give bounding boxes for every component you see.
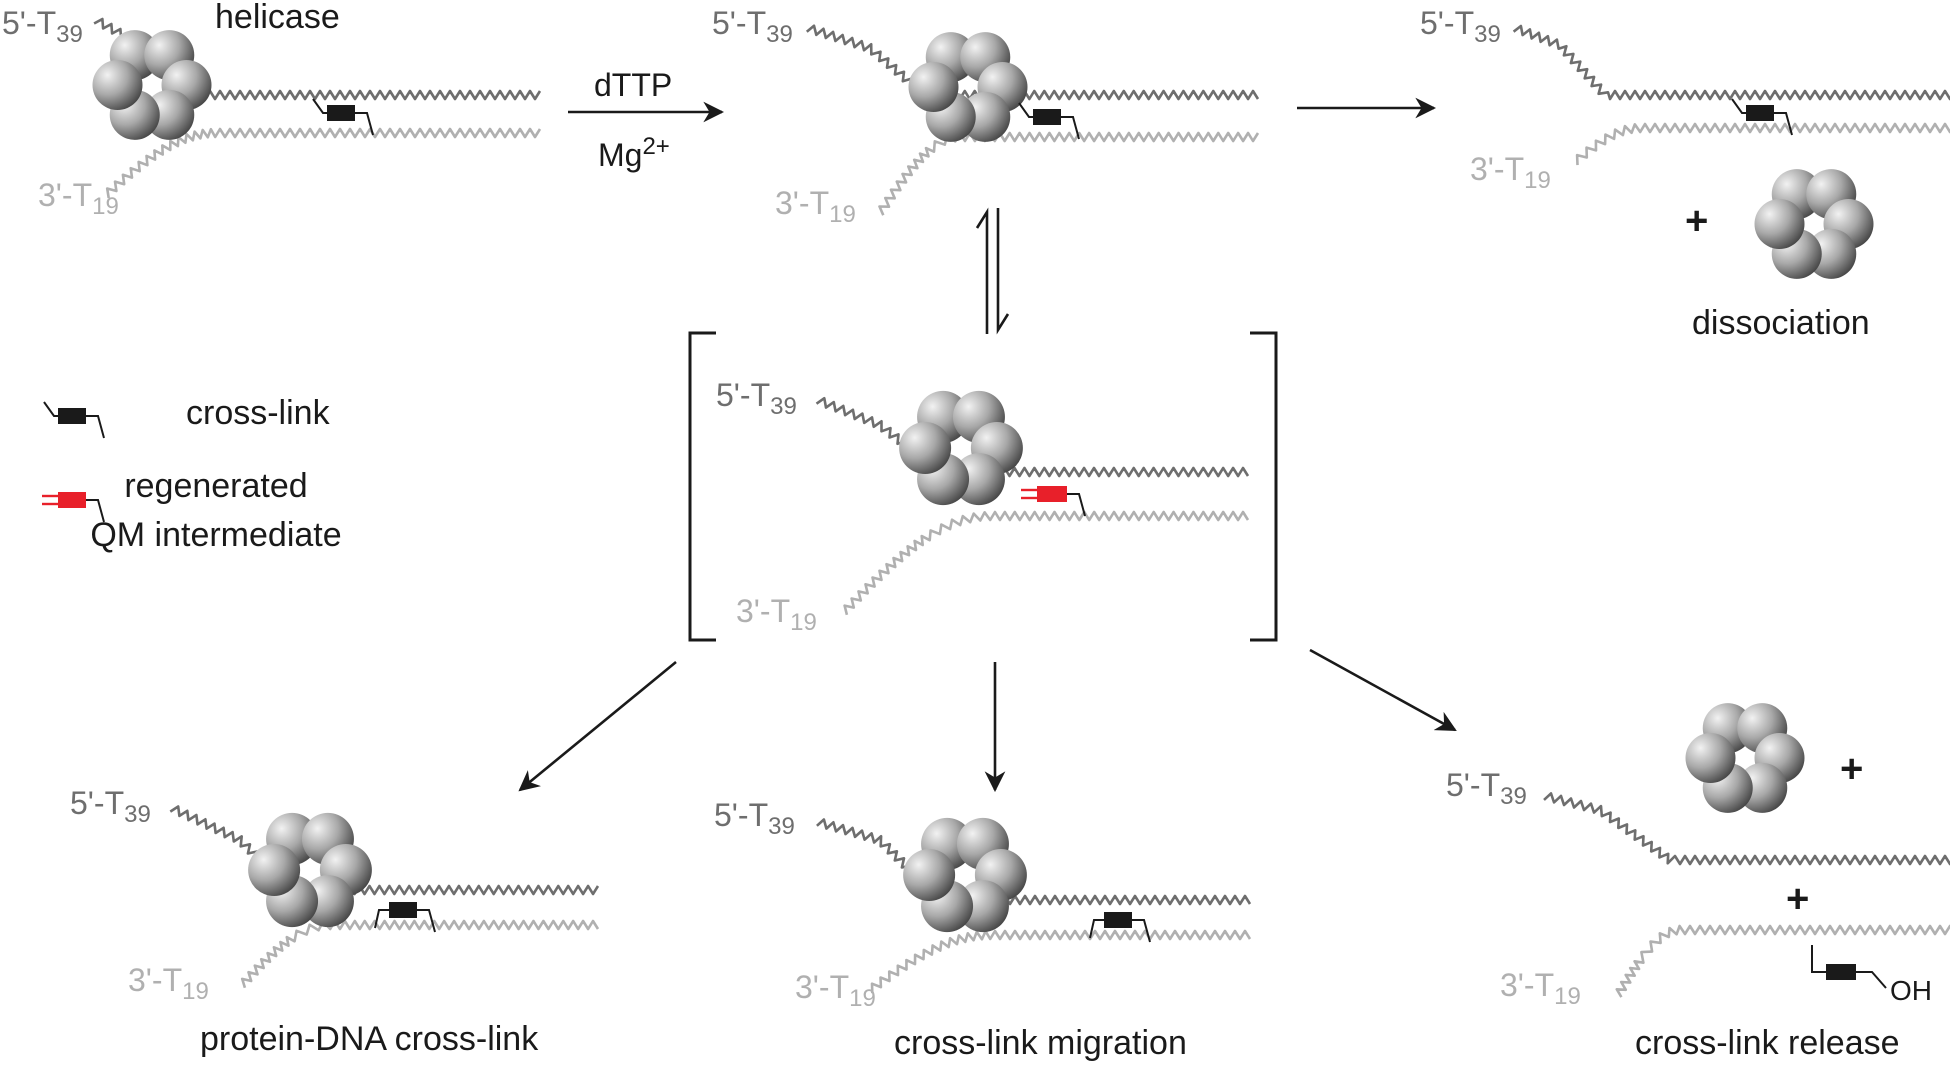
- crosslink-tether: [355, 112, 374, 136]
- crosslink-block: [58, 408, 86, 424]
- ion-label: Mg2+: [598, 133, 670, 173]
- strand-3prime-label: 3'-T19: [736, 593, 817, 636]
- crosslink-tether: [312, 98, 327, 114]
- plus-sign: +: [1786, 877, 1809, 921]
- crosslink-tether: [43, 401, 58, 417]
- helicase-subunit: [952, 453, 1005, 506]
- crosslink-tether: [1731, 98, 1746, 114]
- crosslink-tether: [1089, 919, 1104, 939]
- helicase-subunit: [144, 89, 195, 140]
- crosslink-block: [327, 105, 355, 121]
- equilibrium-arrow-up: [975, 207, 989, 334]
- crosslink-tether: [86, 415, 105, 439]
- helicase-subunit: [908, 62, 959, 112]
- dna-strand-3prime: [843, 510, 1250, 616]
- strand-3prime-label: 3'-T19: [38, 177, 119, 220]
- strand-3prime-label: 3'-T19: [775, 185, 856, 228]
- strand-3prime-label: 3'-T19: [128, 962, 209, 1005]
- helicase-subunit: [301, 875, 354, 928]
- crosslink-tether: [1067, 493, 1086, 517]
- reaction-arrow: [1309, 648, 1457, 732]
- crosslink-block: [58, 492, 86, 508]
- helicase-label: helicase: [215, 0, 340, 36]
- crosslink-block: [1746, 105, 1774, 121]
- helicase-subunit: [956, 880, 1009, 933]
- strand-3prime-label: 3'-T19: [1470, 151, 1551, 194]
- crosslink-tether: [1061, 116, 1080, 140]
- crosslink-tether: [1132, 919, 1151, 943]
- legend-qm-label: QM intermediate: [90, 516, 341, 554]
- dna-strand-5prime: [805, 24, 1260, 101]
- crosslink-block: [1826, 964, 1856, 980]
- dna-strand-5prime: [816, 818, 1252, 906]
- dna-strand-5prime: [1512, 24, 1950, 101]
- strand-3prime-label: 3'-T19: [1500, 967, 1581, 1010]
- reaction-arrow: [518, 660, 677, 792]
- strand-5prime-label: 5'-T39: [1420, 5, 1501, 48]
- strand-5prime-label: 5'-T39: [714, 797, 795, 840]
- dna-strand-3prime: [240, 919, 600, 989]
- crosslink-tether: [1811, 945, 1826, 973]
- helicase-subunit: [899, 422, 952, 474]
- crosslink-block: [389, 902, 417, 918]
- strand-5prime-label: 5'-T39: [2, 5, 83, 48]
- dna-strand-3prime: [878, 131, 1260, 216]
- crosslink-block: [1037, 486, 1067, 502]
- dna-strand-3prime: [1615, 924, 1950, 998]
- crosslink-tether: [1856, 971, 1887, 989]
- helicase-subunit: [1685, 733, 1736, 783]
- crosslink-block: [1033, 109, 1061, 125]
- protein-dna-crosslink-label: protein-DNA cross-link: [200, 1020, 539, 1058]
- crosslink-migration-label: cross-link migration: [894, 1024, 1187, 1062]
- crosslink-tether: [374, 909, 389, 929]
- helicase-subunit: [960, 91, 1011, 142]
- strand-5prime-label: 5'-T39: [716, 377, 797, 420]
- helicase-subunit: [1737, 762, 1788, 813]
- hydroxyl-label: OH: [1890, 975, 1932, 1006]
- crosslink-tether: [417, 909, 436, 933]
- strand-5prime-label: 5'-T39: [70, 785, 151, 828]
- legend-crosslink-label: cross-link: [186, 394, 331, 432]
- dna-strand-3prime: [1575, 122, 1950, 166]
- crosslink-tether: [1774, 112, 1793, 136]
- legend-regenerated-label: regenerated: [124, 467, 307, 505]
- strand-5prime-label: 5'-T39: [712, 5, 793, 48]
- crosslink-block: [1104, 912, 1132, 928]
- helicase-subunit: [92, 60, 143, 110]
- right-bracket: [1250, 331, 1278, 642]
- dna-strand-5prime: [1543, 792, 1950, 866]
- strand-5prime-label: 5'-T39: [1446, 767, 1527, 810]
- helicase-subunit: [248, 844, 301, 896]
- plus-sign: +: [1685, 199, 1708, 243]
- plus-sign: +: [1840, 747, 1863, 791]
- dna-strand-5prime: [169, 805, 600, 896]
- crosslink-tether: [86, 499, 105, 523]
- dissociation-label: dissociation: [1692, 304, 1870, 342]
- helicase-subunit: [903, 849, 956, 901]
- helicase-subunit: [1754, 199, 1805, 249]
- dna-strand-3prime: [870, 929, 1252, 994]
- helicase-subunit: [1806, 228, 1857, 279]
- equilibrium-arrow-down: [996, 208, 1010, 335]
- dna-strand-5prime: [815, 396, 1250, 478]
- dna-strand-3prime: [105, 127, 542, 199]
- crosslink-tether: [1018, 102, 1033, 118]
- left-bracket: [688, 331, 716, 642]
- strand-3prime-label: 3'-T19: [795, 969, 876, 1012]
- reagent-label: dTTP: [594, 67, 672, 103]
- crosslink-release-label: cross-link release: [1635, 1024, 1900, 1062]
